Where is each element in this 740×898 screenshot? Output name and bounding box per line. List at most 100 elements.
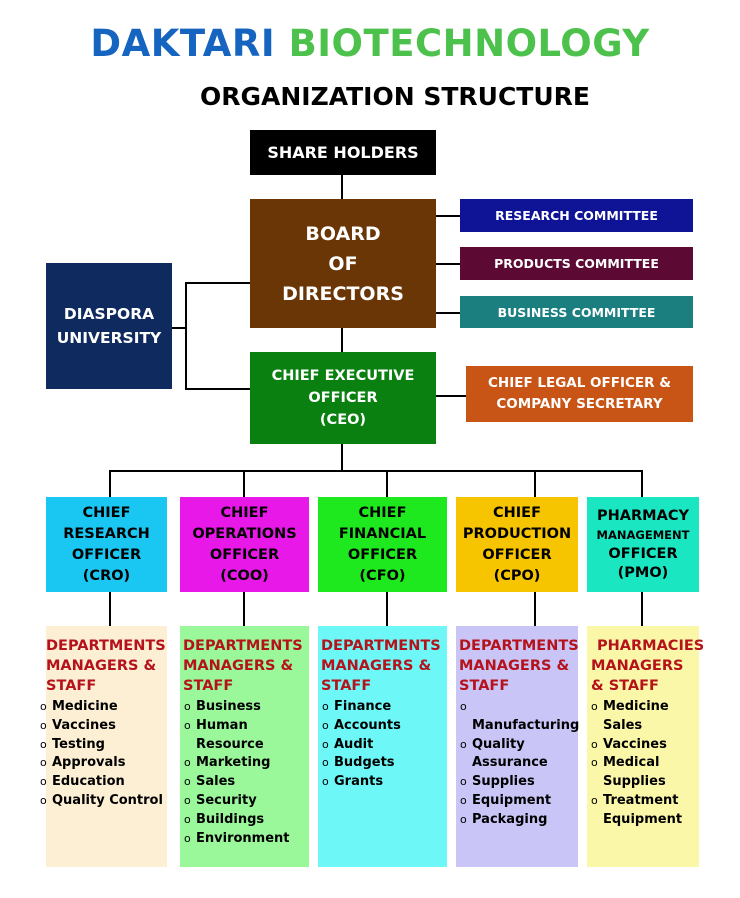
cro-departments-heading: DEPARTMENTS MANAGERS & STAFF <box>43 636 167 696</box>
list-item-label: Packaging <box>472 811 548 827</box>
list-item-label: Accounts <box>334 717 401 733</box>
cpo-departments-heading: DEPARTMENTS MANAGERS & STAFF <box>456 636 579 696</box>
list-item: o Quality Control <box>36 792 167 811</box>
panel-heading-line: DEPARTMENTS <box>46 638 166 654</box>
bullet-icon: o <box>460 812 467 826</box>
legal-label-line: CHIEF LEGAL OFFICER & <box>488 375 671 391</box>
list-item-label: Vaccines <box>52 717 116 733</box>
list-item-label: Environment <box>196 830 290 846</box>
bullet-icon: o <box>184 775 191 789</box>
board-label-line: OF <box>328 252 358 275</box>
panel-heading-line: MANAGERS & <box>459 658 570 674</box>
bullet-icon: o <box>40 793 47 807</box>
ceo-label-line: (CEO) <box>319 412 367 428</box>
bullet-icon: o <box>184 718 191 732</box>
panel-heading-line: DEPARTMENTS <box>183 638 303 654</box>
bullet-icon: o <box>460 700 467 713</box>
cro-label-line: OFFICER <box>71 546 142 563</box>
connector-coo-panel <box>243 592 245 626</box>
connector-board-products <box>436 263 460 265</box>
connector-bus-cro <box>109 470 111 497</box>
connector-bus-coo <box>243 470 245 497</box>
panel-heading-line: STAFF <box>46 678 97 694</box>
connector-officer-bus <box>109 470 643 472</box>
cfo-departments-heading: DEPARTMENTS MANAGERS & STAFF <box>318 636 447 696</box>
bullet-icon: o <box>40 737 47 751</box>
connector-pmo-panel <box>641 592 643 626</box>
list-item: o Packaging <box>456 811 578 830</box>
cro-label-line: (CRO) <box>82 567 131 584</box>
pmo-label-line: MANAGEMENT <box>596 527 690 542</box>
pmo-label-line: PHARMACY <box>597 507 689 524</box>
bullet-icon: o <box>591 737 598 751</box>
connector-diaspora-stub <box>172 327 186 329</box>
list-item-label: Audit <box>334 736 374 752</box>
cpo-label-line: CHIEF <box>493 504 541 521</box>
list-item-label: Marketing <box>196 755 271 771</box>
bullet-icon: o <box>460 793 467 807</box>
connector-board-research <box>436 215 460 217</box>
pmo-pharmacies-heading: PHARMACIES MANAGERS & STAFF <box>587 636 704 696</box>
list-item-label: Medical Supplies <box>603 755 666 790</box>
list-item-label: Quality Control <box>52 792 163 808</box>
cfo-label-line: FINANCIAL <box>338 525 427 542</box>
ceo-label-line: OFFICER <box>308 390 378 406</box>
list-item-label: Security <box>196 792 257 808</box>
bullet-icon: o <box>184 831 191 845</box>
bullet-icon: o <box>184 812 191 826</box>
panel-heading-line: STAFF <box>321 678 372 694</box>
cpo-departments-panel: DEPARTMENTS MANAGERS & STAFF oManufactur… <box>456 626 579 867</box>
bullet-icon: o <box>460 737 467 751</box>
connector-diaspora-ceo <box>185 388 250 390</box>
cfo-label-line: CHIEF <box>358 504 407 521</box>
list-item-label: Vaccines <box>603 736 667 752</box>
panel-heading-line: MANAGERS & <box>321 658 432 674</box>
business-committee-node: BUSINESS COMMITTEE <box>460 296 693 328</box>
cro-label-line: CHIEF <box>82 504 131 521</box>
list-item-label: Buildings <box>196 811 265 827</box>
coo-label-line: (COO) <box>220 567 269 584</box>
list-item: o Environment <box>180 830 309 849</box>
bullet-icon: o <box>591 793 598 807</box>
list-item: o Buildings <box>180 811 309 830</box>
panel-heading-line: MANAGERS <box>591 658 684 674</box>
cro-node: CHIEF RESEARCH OFFICER (CRO) <box>46 497 167 592</box>
connector-bus-cfo <box>386 470 388 497</box>
panel-heading-line: & STAFF <box>591 678 659 694</box>
ceo-label-line: CHIEF EXECUTIVE <box>271 368 415 384</box>
connector-cro-panel <box>109 592 111 626</box>
panel-heading-line: STAFF <box>459 678 510 694</box>
coo-node: CHIEF OPERATIONS OFFICER (COO) <box>180 497 309 592</box>
cfo-node: CHIEF FINANCIAL OFFICER (CFO) <box>318 497 447 592</box>
cpo-label-line: OFFICER <box>482 546 552 563</box>
research-committee-node: RESEARCH COMMITTEE <box>460 199 693 232</box>
bullet-icon: o <box>184 700 191 713</box>
products-committee-node: PRODUCTS COMMITTEE <box>460 247 693 280</box>
products-committee-label: PRODUCTS COMMITTEE <box>494 256 659 271</box>
bullet-icon: o <box>40 700 47 713</box>
panel-heading-line: DEPARTMENTS <box>321 638 441 654</box>
board-label-line: BOARD <box>305 222 381 245</box>
coo-label-line: OFFICER <box>209 546 280 563</box>
connector-diaspora-vertical <box>185 282 187 390</box>
